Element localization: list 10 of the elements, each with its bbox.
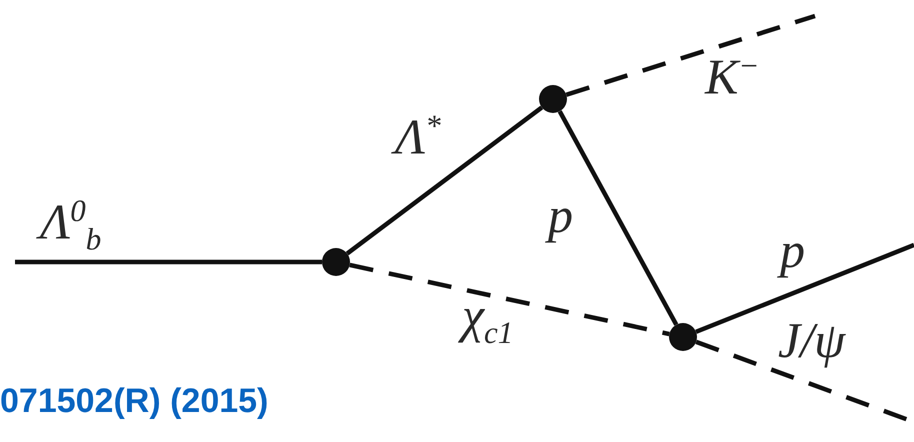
vertex-dot	[669, 323, 697, 351]
vertex-dot	[322, 248, 350, 276]
vertex-dot	[539, 85, 567, 113]
edge-label: K$^{−}$	[705, 50, 760, 102]
dashed-line	[566, 14, 816, 97]
particle-line	[558, 110, 678, 326]
particle-line	[695, 242, 914, 334]
particle-line	[15, 260, 322, 264]
particle-line	[346, 106, 544, 256]
citation-text: 071502(R) (2015)	[0, 382, 268, 421]
